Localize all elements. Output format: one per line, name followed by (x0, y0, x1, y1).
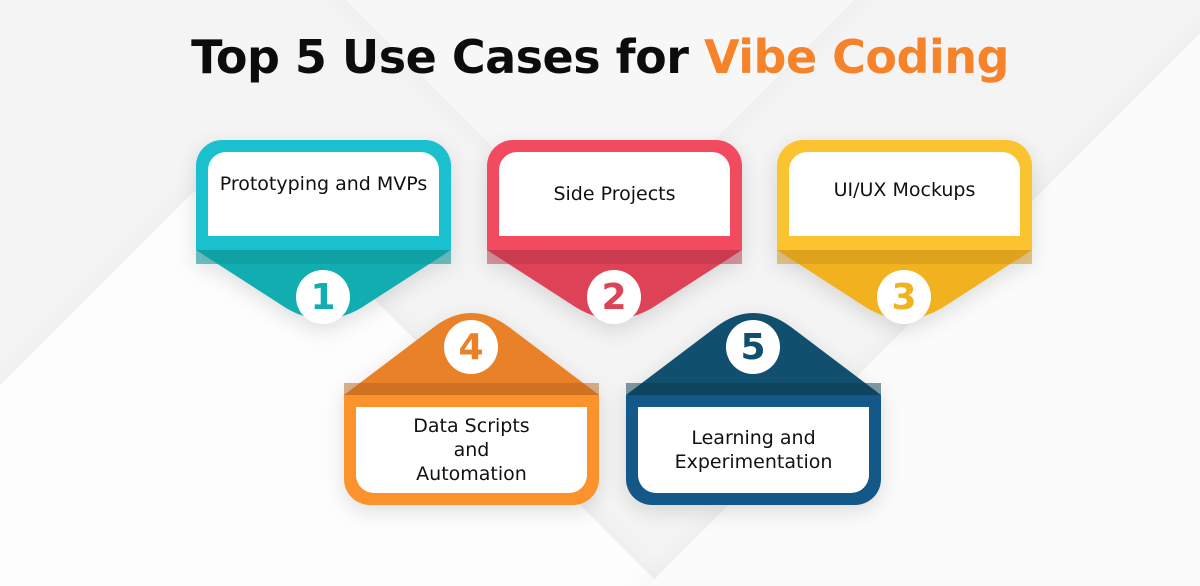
card-label: Learning and Experimentation (638, 407, 869, 493)
title-prefix: Top 5 Use Cases for (191, 30, 704, 84)
use-case-card-1: Prototyping and MVPs 1 (196, 140, 451, 324)
card-label: Prototyping and MVPs (208, 152, 439, 236)
card-label: UI/UX Mockups (789, 152, 1020, 236)
card-number-badge: 4 (444, 320, 498, 374)
card-number-badge: 5 (726, 320, 780, 374)
card-number-badge: 3 (877, 270, 931, 324)
card-number-badge: 2 (587, 270, 641, 324)
use-case-card-3: UI/UX Mockups 3 (777, 140, 1032, 324)
use-case-card-5: Learning and Experimentation 5 (626, 307, 881, 507)
card-label: Side Projects (499, 152, 730, 236)
use-case-card-2: Side Projects 2 (487, 140, 742, 324)
use-case-card-4: Data Scripts and Automation 4 (344, 307, 599, 507)
title-accent: Vibe Coding (703, 30, 1009, 84)
page-title: Top 5 Use Cases for Vibe Coding (0, 30, 1200, 84)
card-number-badge: 1 (296, 270, 350, 324)
card-label: Data Scripts and Automation (356, 407, 587, 493)
